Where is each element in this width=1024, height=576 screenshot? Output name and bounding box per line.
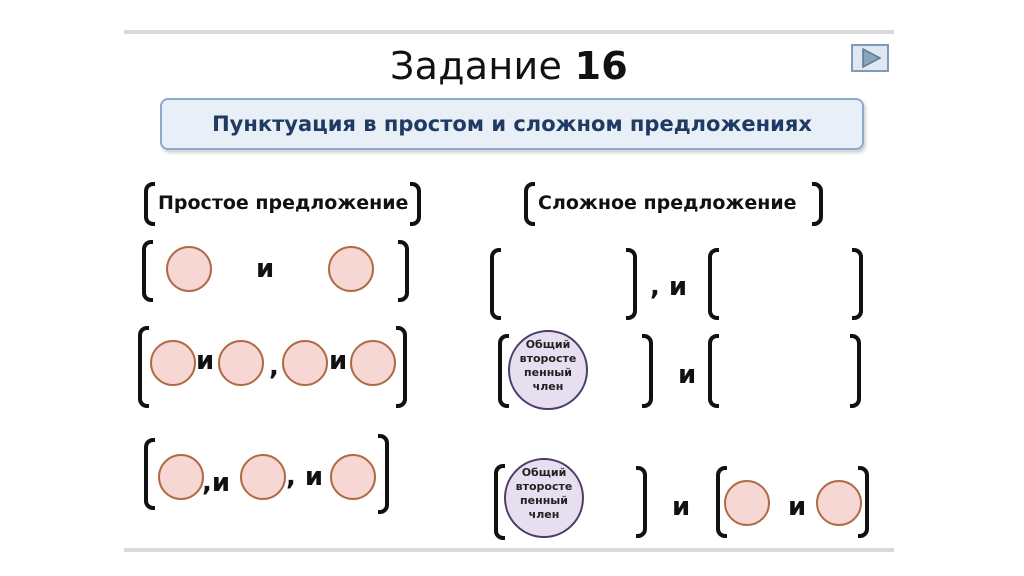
slide: Задание 16 Пунктуация в простом и сложно… (124, 30, 894, 552)
heading-bracket-right (812, 182, 823, 226)
heading-bracket-right (410, 182, 421, 226)
scheme-bracket-right (398, 240, 409, 302)
heading-bracket-left (144, 182, 155, 226)
clause-bracket-right (850, 334, 861, 408)
clause-bracket-right (626, 248, 637, 320)
complex-sentence-heading: Сложное предложение (538, 192, 797, 214)
conjunction: и (196, 346, 215, 376)
clause-bracket-left (490, 248, 501, 320)
homogeneous-member-circle (724, 480, 770, 526)
conjunction: и (329, 346, 348, 376)
next-slide-button[interactable] (851, 44, 889, 72)
comma-conjunction: ,и (202, 468, 231, 498)
scheme-bracket-right (378, 434, 389, 514)
homogeneous-member-circle (282, 340, 328, 386)
comma-conjunction: , и (650, 272, 688, 302)
conjunction: и (678, 360, 697, 390)
homogeneous-member-circle (166, 246, 212, 292)
simple-sentence-heading: Простое предложение (158, 192, 409, 214)
heading-bracket-left (524, 182, 535, 226)
scheme-bracket-left (142, 240, 153, 302)
homogeneous-member-circle (158, 454, 204, 500)
clause-bracket-left (708, 334, 719, 408)
clause-bracket-left (708, 248, 719, 320)
clause-bracket-right (642, 334, 653, 408)
conjunction: и (788, 492, 807, 522)
homogeneous-member-circle (330, 454, 376, 500)
comma: , (269, 352, 279, 382)
play-arrow-icon (862, 47, 882, 69)
title-number: 16 (574, 44, 629, 88)
conjunction: и (256, 254, 275, 284)
scheme-bracket-left (144, 438, 155, 510)
clause-bracket-right (852, 248, 863, 320)
scheme-bracket-right (396, 326, 407, 408)
conjunction: и (672, 492, 691, 522)
homogeneous-member-circle (150, 340, 196, 386)
scheme-bracket-left (494, 464, 505, 540)
scheme-bracket-left (716, 466, 727, 538)
scheme-bracket-left (498, 334, 509, 408)
clause-bracket-right (636, 466, 647, 538)
comma-conjunction: , и (286, 462, 324, 492)
scheme-bracket-left (138, 326, 149, 408)
homogeneous-member-circle (328, 246, 374, 292)
scheme-bracket-right (858, 466, 869, 538)
homogeneous-member-circle (218, 340, 264, 386)
topic-banner: Пунктуация в простом и сложном предложен… (160, 98, 864, 150)
title-prefix: Задание (389, 44, 575, 88)
slide-title: Задание 16 (124, 44, 894, 88)
homogeneous-member-circle (816, 480, 862, 526)
homogeneous-member-circle (240, 454, 286, 500)
homogeneous-member-circle (350, 340, 396, 386)
